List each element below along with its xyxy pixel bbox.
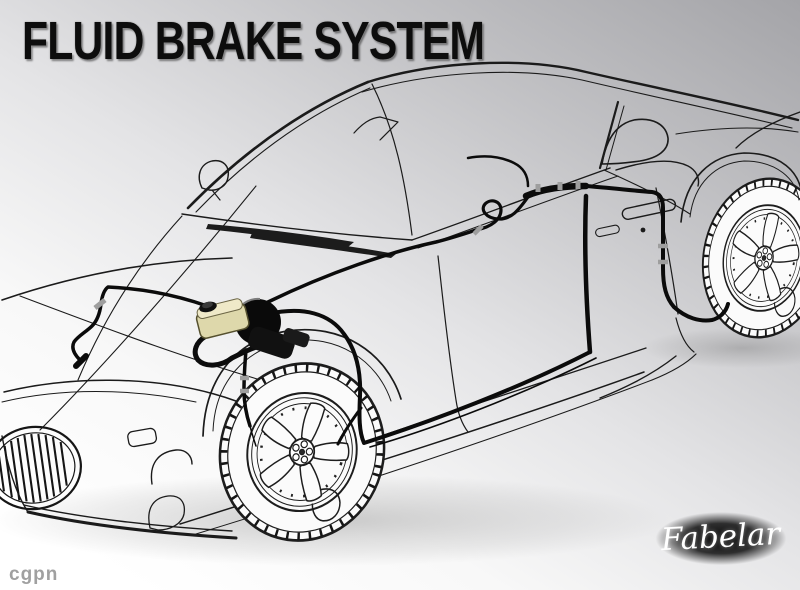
side-mirror (198, 159, 230, 191)
line-fittings (93, 181, 668, 394)
master-cylinder-assembly (192, 297, 310, 368)
mounting-tubes (192, 333, 263, 368)
front-right-brake-line (266, 309, 592, 445)
front-grille (0, 425, 82, 511)
wiper-blades (206, 224, 396, 258)
logo-wordmark: Fabelar (660, 515, 782, 559)
master-cylinder (248, 326, 295, 359)
studio-logo: Fabelar (636, 498, 800, 576)
washer-nozzle (127, 427, 158, 448)
front-left-brake-line (71, 285, 234, 362)
headlight (150, 449, 193, 485)
supply-line (266, 228, 478, 304)
credit-watermark: cgpn (9, 564, 59, 585)
door-handle (595, 198, 677, 238)
logo-glow (636, 498, 800, 576)
page-title: FLUID BRAKE SYSTEM (22, 11, 485, 71)
door-keyhole (640, 227, 646, 233)
brake-fluid-reservoir (195, 298, 250, 339)
brake-lines (71, 155, 730, 448)
rear-brake-line (584, 184, 730, 323)
